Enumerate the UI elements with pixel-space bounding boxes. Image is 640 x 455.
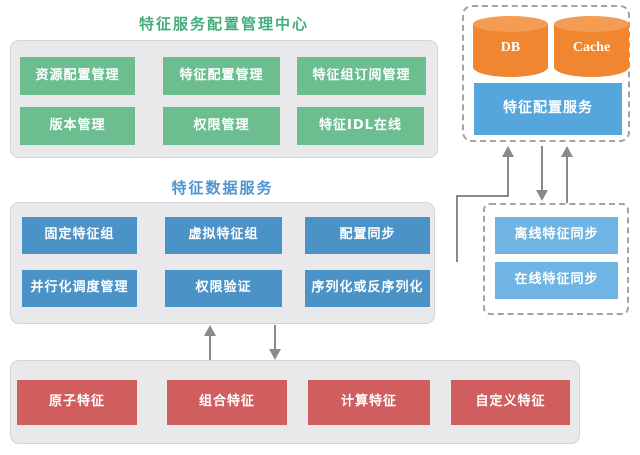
data-service-title: 特征数据服务 xyxy=(171,179,274,197)
arrow-up-sync-to-configservice-head xyxy=(561,146,573,157)
node-virtual-feature-group: 虚拟特征组 xyxy=(165,217,282,254)
arrow-down-configservice-to-sync-head xyxy=(536,190,548,201)
elbow-horizontal xyxy=(456,195,509,197)
node-offline-feature-sync: 离线特征同步 xyxy=(495,217,618,254)
node-permission-mgmt: 权限管理 xyxy=(163,107,280,145)
arrow-up-elbow-to-configservice-head xyxy=(502,146,514,157)
arrow-down-configservice-to-sync-shaft xyxy=(541,146,543,191)
cache-cylinder-body xyxy=(554,24,629,77)
node-atomic-feature: 原子特征 xyxy=(17,380,137,425)
node-resource-config-mgmt: 资源配置管理 xyxy=(20,57,135,95)
db-label: DB xyxy=(500,40,521,55)
node-composite-feature: 组合特征 xyxy=(167,380,287,425)
node-feature-group-subscription-mgmt: 特征组订阅管理 xyxy=(297,57,426,95)
db-cylinder-body xyxy=(473,24,548,77)
node-feature-config-mgmt: 特征配置管理 xyxy=(163,57,280,95)
node-online-feature-sync: 在线特征同步 xyxy=(495,262,618,299)
node-computed-feature: 计算特征 xyxy=(308,380,430,425)
node-fixed-feature-group: 固定特征组 xyxy=(22,217,137,254)
node-serialization-deserialization: 序列化或反序列化 xyxy=(305,270,430,307)
arrow-down-dataservice-to-featurelayer-shaft xyxy=(274,325,276,351)
cache-cylinder-top xyxy=(554,16,629,32)
arrow-up-featurelayer-to-dataservice-shaft xyxy=(209,334,211,360)
node-version-mgmt: 版本管理 xyxy=(20,107,135,145)
elbow-vertical-lower xyxy=(456,195,458,262)
node-custom-feature: 自定义特征 xyxy=(451,380,570,425)
arrow-down-dataservice-to-featurelayer-head xyxy=(269,349,281,360)
node-permission-verification: 权限验证 xyxy=(165,270,282,307)
node-config-sync: 配置同步 xyxy=(305,217,430,254)
elbow-vertical-upper xyxy=(507,155,509,197)
cache-cylinder-icon: Cache xyxy=(554,16,629,77)
arrow-up-featurelayer-to-dataservice-head xyxy=(204,325,216,336)
config-center-title: 特征服务配置管理中心 xyxy=(138,15,309,33)
db-cylinder-icon: DB xyxy=(473,16,548,77)
arrow-up-sync-to-configservice-shaft xyxy=(566,155,568,203)
node-parallel-scheduling-mgmt: 并行化调度管理 xyxy=(22,270,137,307)
cache-label: Cache xyxy=(572,40,611,55)
node-feature-config-service: 特征配置服务 xyxy=(474,83,622,135)
db-cylinder-top xyxy=(473,16,548,32)
node-feature-idl-online: 特征IDL在线 xyxy=(297,107,424,145)
